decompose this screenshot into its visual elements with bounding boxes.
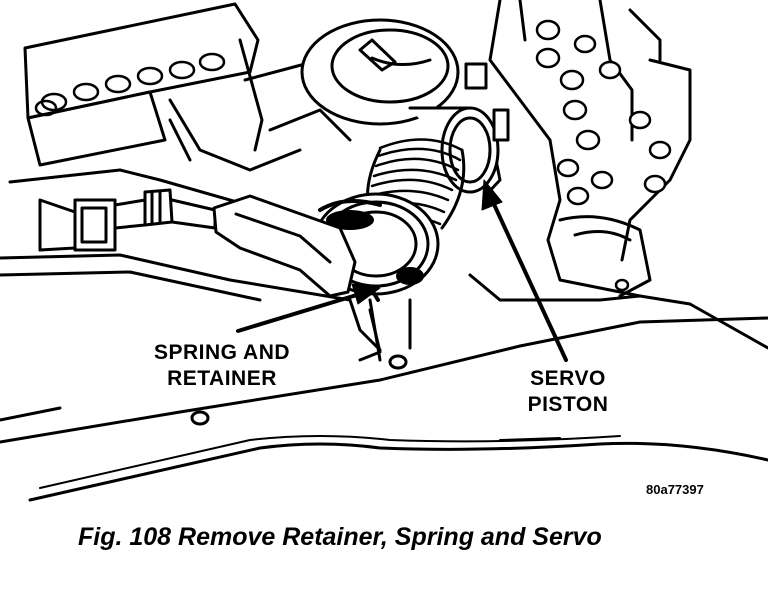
servo-piston-label: SERVO PISTON — [516, 366, 620, 418]
servo-callout-arrow — [481, 179, 568, 362]
servo-label-line2: PISTON — [527, 393, 609, 416]
servo-piston-assembly — [364, 106, 510, 230]
servo-lever-arm — [212, 194, 357, 298]
servo-label-line1: SERVO — [530, 367, 606, 390]
valve-body-plate — [23, 2, 264, 167]
spring-and-retainer-label: SPRING AND RETAINER — [136, 340, 308, 392]
spring-label-line2: RETAINER — [167, 367, 277, 390]
figure-reference-code: 80a77397 — [646, 482, 704, 497]
spring-callout-arrow — [236, 283, 381, 333]
servo-cap — [300, 18, 488, 126]
figure-caption: Fig. 108 Remove Retainer, Spring and Ser… — [78, 523, 602, 551]
case-lower-edge — [0, 298, 768, 502]
transmission-case-right — [468, 0, 768, 350]
spring-label-line1: SPRING AND — [153, 341, 291, 364]
linkage-rod — [8, 168, 302, 252]
